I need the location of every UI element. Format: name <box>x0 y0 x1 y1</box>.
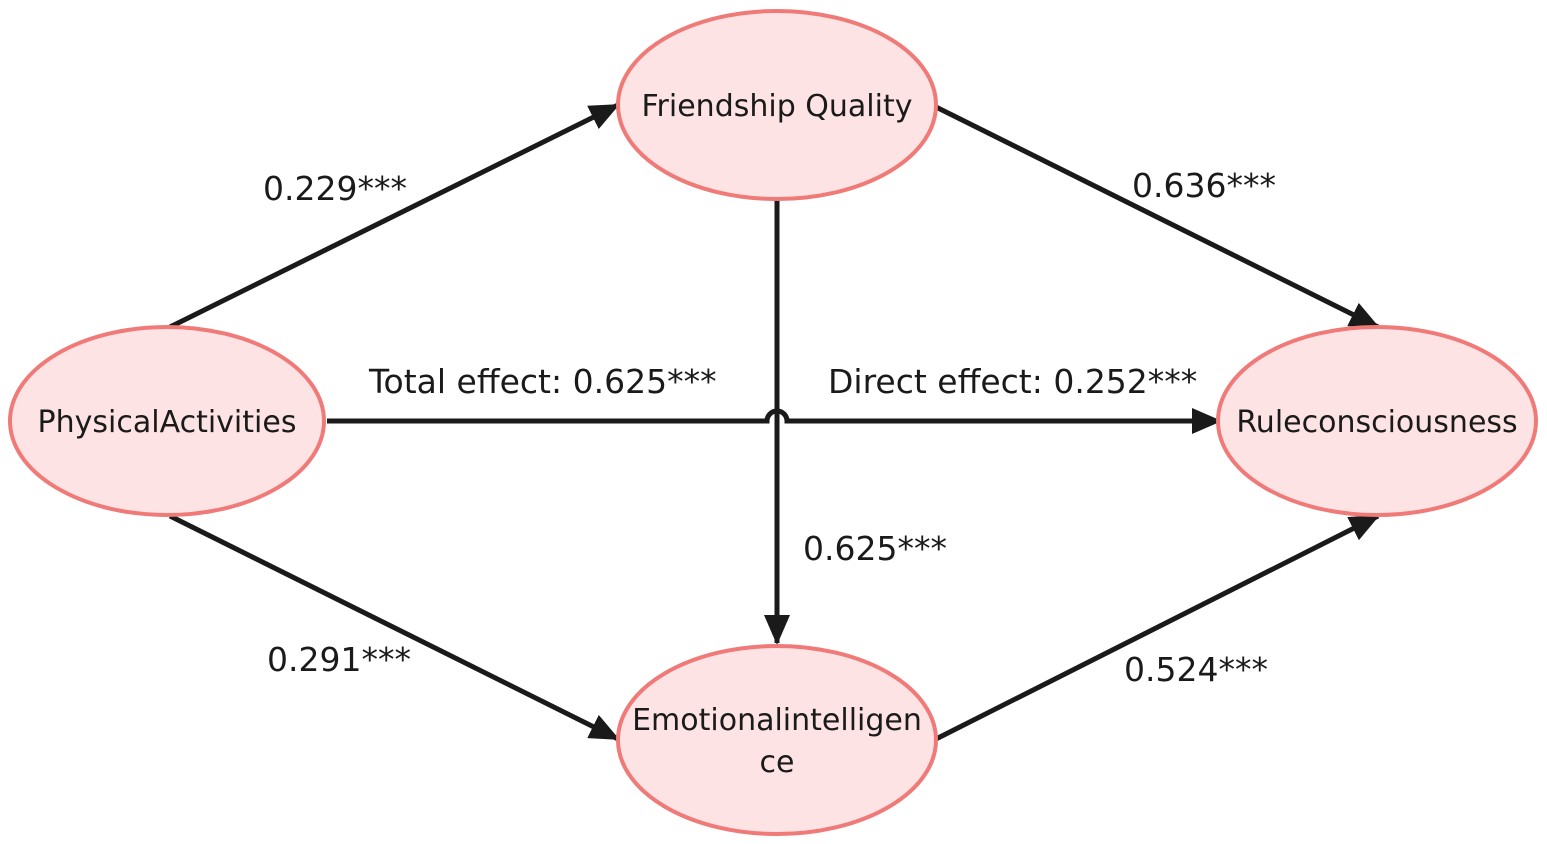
edge-labels: 0.229*** 0.636*** Total effect: 0.625***… <box>263 166 1276 689</box>
node-label-line1: Emotionalintelligen <box>632 703 922 738</box>
arrow-pa-to-ei <box>168 513 620 742</box>
label-total-effect: Total effect: 0.625*** <box>368 362 717 401</box>
node-label: PhysicalActivities <box>38 405 297 440</box>
label-direct-effect: Direct effect: 0.252*** <box>828 362 1197 401</box>
node-emotional-intelligence: Emotionalintelligen ce <box>616 644 938 836</box>
edges <box>168 102 1380 742</box>
node-rule-consciousness: Ruleconsciousness <box>1216 325 1538 517</box>
node-physical-activities: PhysicalActivities <box>8 325 326 517</box>
node-label-line2: ce <box>760 745 795 780</box>
node-label: Ruleconsciousness <box>1236 405 1517 440</box>
label-pa-to-ei: 0.291*** <box>267 640 411 679</box>
label-ei-to-rc: 0.524*** <box>1124 650 1268 689</box>
label-fq-to-rc: 0.636*** <box>1132 166 1276 205</box>
arrow-ei-to-rc <box>934 513 1380 742</box>
node-friendship-quality: Friendship Quality <box>616 9 938 201</box>
label-fq-to-ei: 0.625*** <box>803 529 947 568</box>
arrow-pa-to-fq <box>168 102 620 330</box>
arrow-fq-to-rc <box>934 104 1380 330</box>
arrow-pa-to-rc <box>327 408 1222 434</box>
label-pa-to-fq: 0.229*** <box>263 169 407 208</box>
node-label: Friendship Quality <box>641 89 912 124</box>
